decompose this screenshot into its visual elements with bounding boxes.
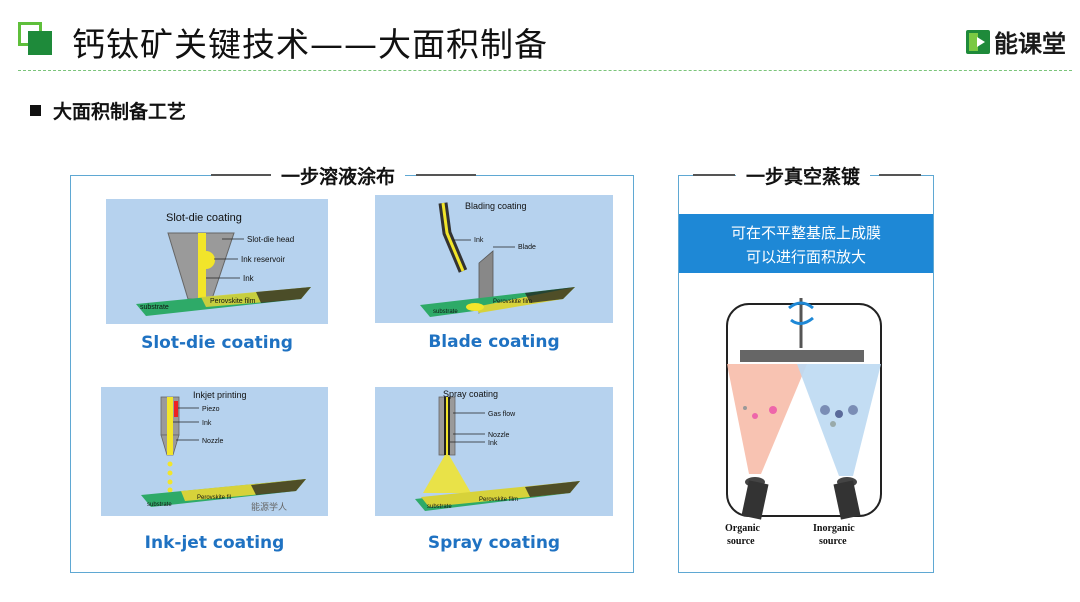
section-heading: 大面积制备工艺 — [30, 97, 186, 124]
square-bullet-icon — [30, 105, 41, 116]
label-piezo: Piezo — [202, 406, 220, 413]
inkjet-heading: Inkjet printing — [193, 390, 247, 400]
label-blade-film: Perovskite film — [493, 299, 532, 305]
wechat-watermark: 能源学人 — [251, 503, 288, 513]
solution-coating-panel: 一步溶液涂布 Slot-die coating Slot-die head In… — [70, 162, 634, 573]
spray-figure: Spray coating Gas flow Nozzle Ink substr… — [375, 387, 613, 516]
label-slot-die-head: Slot-die head — [247, 235, 294, 244]
label-inkjet-substrate: substrate — [147, 502, 172, 508]
solution-coating-title: 一步溶液涂布 — [271, 162, 406, 189]
inorganic-source-label-2: source — [819, 536, 847, 547]
header-divider — [18, 70, 1072, 71]
vacuum-chamber-diagram: Organic source Inorganic source — [725, 298, 882, 547]
spray-heading: Spray coating — [443, 389, 498, 399]
blade-coating-figure: Blading coating Ink Blade substrate Pero… — [375, 195, 613, 323]
label-gas-flow: Gas flow — [488, 411, 516, 418]
label-spray-substrate: substrate — [427, 504, 452, 510]
panel-title-rule-right — [416, 174, 476, 176]
organic-source-label-1: Organic — [725, 523, 761, 534]
label-blade: Blade — [518, 244, 536, 251]
vacuum-evaporation-title: 一步真空蒸镀 — [736, 162, 871, 189]
header-logo-squares — [18, 22, 54, 55]
page-title: 钙钛矿关键技术——大面积制备 — [72, 25, 548, 64]
banner-line-1: 可在不平整基底上成膜 — [730, 224, 881, 242]
slot-die-caption: Slot-die coating — [141, 333, 293, 353]
right-title-rule-left — [693, 174, 735, 176]
label-blade-ink: Ink — [474, 237, 484, 244]
slot-die-heading: Slot-die coating — [166, 212, 242, 224]
label-nozzle: Nozzle — [202, 438, 224, 445]
brand-play-icon — [966, 29, 990, 54]
label-inkjet-ink: Ink — [202, 420, 212, 427]
blade-caption: Blade coating — [428, 332, 560, 352]
label-inkjet-film: Perovskite fil — [197, 495, 231, 501]
panel-title-rule-left — [211, 174, 271, 176]
label-spray-nozzle: Nozzle — [488, 432, 510, 439]
label-blade-substrate: substrate — [433, 309, 458, 315]
banner-line-2: 可以进行面积放大 — [745, 248, 866, 266]
brand-logo: 能课堂 — [966, 24, 1066, 59]
inorganic-source-label-1: Inorganic — [813, 523, 855, 534]
label-spray-ink: Ink — [488, 440, 498, 447]
spray-caption: Spray coating — [427, 533, 561, 553]
vacuum-evaporation-panel: 一步真空蒸镀 可在不平整基底上成膜 可以进行面积放大 Organic sourc… — [678, 162, 934, 573]
label-perovskite-film: Perovskite film — [210, 298, 256, 305]
label-ink-reservoir: Ink reservoir — [241, 255, 285, 264]
label-ink: Ink — [243, 274, 255, 283]
slot-die-figure: Slot-die coating Slot-die head Ink reser… — [106, 199, 328, 324]
inkjet-caption: Ink-jet coating — [144, 533, 285, 553]
inkjet-figure: Inkjet printing Piezo Ink Nozzle substra… — [101, 387, 328, 516]
evaporation-advantages-banner: 可在不平整基底上成膜 可以进行面积放大 — [679, 214, 933, 273]
section-title: 大面积制备工艺 — [53, 101, 187, 123]
label-substrate: substrate — [140, 304, 169, 311]
organic-source-label-2: source — [727, 536, 755, 547]
blade-heading: Blading coating — [465, 201, 527, 211]
label-spray-film: Perovskite film — [479, 497, 518, 503]
right-title-rule-right — [879, 174, 921, 176]
brand-name: 能课堂 — [994, 30, 1066, 58]
